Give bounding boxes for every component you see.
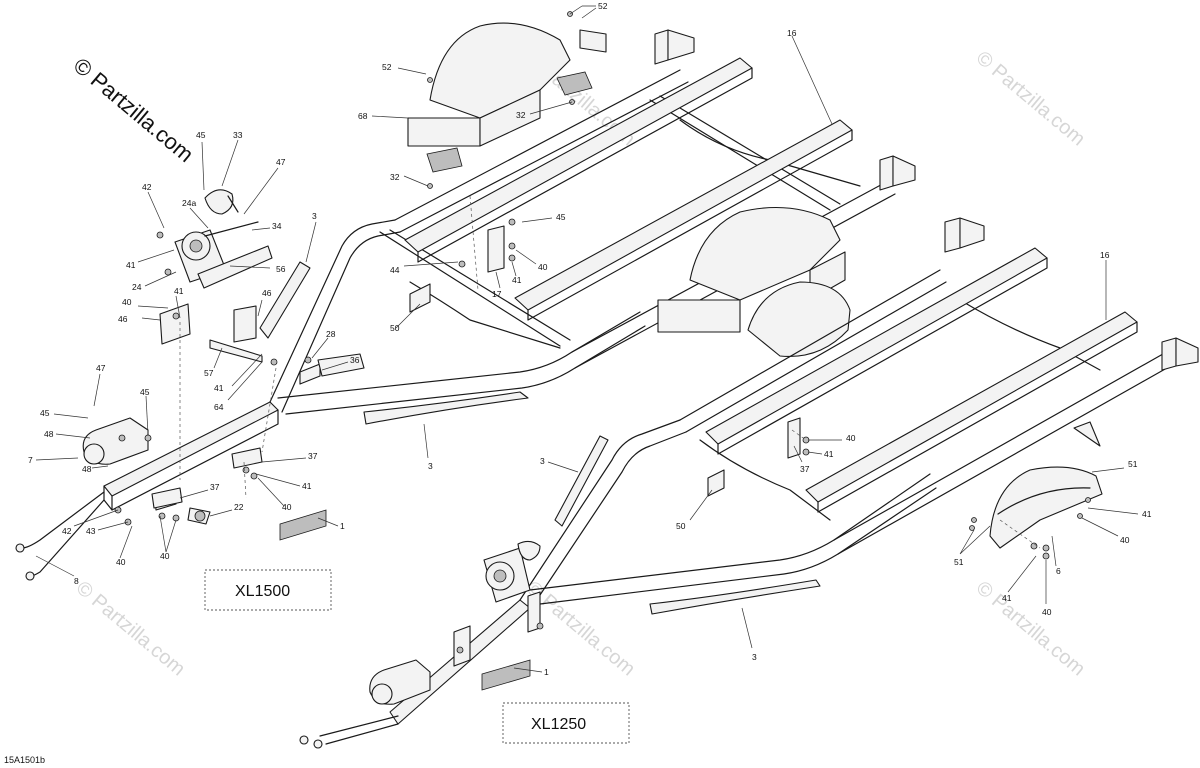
trailer-xl1250 (299, 217, 1199, 749)
callout-48: 48 (82, 464, 92, 474)
winch-assembly-top (159, 189, 273, 345)
callout-64: 64 (214, 402, 224, 412)
callout-22: 22 (234, 502, 244, 512)
watermark-3: © Partzilla.com (72, 577, 189, 680)
callout-41: 41 (1142, 509, 1152, 519)
callout-numbers: 52 52 68 32 32 16 16 45 33 47 42 24a 34 … (28, 1, 1152, 677)
callout-45: 45 (40, 408, 50, 418)
callout-52: 52 (598, 1, 608, 11)
callout-47: 47 (96, 363, 106, 373)
callout-50: 50 (676, 521, 686, 531)
callout-44: 44 (390, 265, 400, 275)
callout-32: 32 (390, 172, 400, 182)
callout-41: 41 (302, 481, 312, 491)
callout-52: 52 (382, 62, 392, 72)
model-label-xl1250: XL1250 (502, 702, 630, 744)
callout-37: 37 (210, 482, 220, 492)
callout-45: 45 (556, 212, 566, 222)
hardware-bottom (456, 436, 1091, 654)
callout-42: 42 (142, 182, 152, 192)
callout-24a: 24a (182, 198, 196, 208)
callout-56: 56 (276, 264, 286, 274)
fender-top-lower (689, 206, 841, 301)
decal-3-bottom (649, 579, 821, 615)
callout-3: 3 (540, 456, 545, 466)
callout-7: 7 (28, 455, 33, 465)
safety-chains-top (21, 491, 105, 578)
callout-40: 40 (1042, 607, 1052, 617)
safety-chains-bottom (319, 715, 399, 745)
callout-46: 46 (118, 314, 128, 324)
callout-41: 41 (1002, 593, 1012, 603)
callout-68: 68 (358, 111, 368, 121)
callout-41: 41 (824, 449, 834, 459)
watermark-2: © Partzilla.com (972, 47, 1089, 150)
callout-40: 40 (116, 557, 126, 567)
callout-40: 40 (1120, 535, 1130, 545)
callout-42: 42 (62, 526, 72, 536)
callout-28: 28 (326, 329, 336, 339)
callout-8: 8 (74, 576, 79, 586)
callout-34: 34 (272, 221, 282, 231)
callout-50: 50 (390, 323, 400, 333)
side-rail-left-bottom (679, 269, 947, 433)
callout-41: 41 (214, 383, 224, 393)
callout-40: 40 (846, 433, 856, 443)
callout-41: 41 (512, 275, 522, 285)
fender-bottom (989, 466, 1103, 549)
callout-24: 24 (132, 282, 142, 292)
callout-51: 51 (1128, 459, 1138, 469)
watermark-main: © Partzilla.com (69, 53, 199, 167)
callout-46: 46 (262, 288, 272, 298)
document-id: 15A1501b (4, 755, 45, 765)
a-frame-right-arm-bottom (529, 473, 937, 605)
tire-top (747, 281, 851, 358)
callout-36: 36 (350, 355, 360, 365)
side-rail-left-top (394, 69, 689, 233)
callout-1: 1 (340, 521, 345, 531)
callout-3: 3 (312, 211, 317, 221)
callout-41: 41 (174, 286, 184, 296)
callout-3: 3 (428, 461, 433, 471)
callout-40: 40 (122, 297, 132, 307)
callout-17: 17 (492, 289, 502, 299)
callout-48: 48 (44, 429, 54, 439)
callout-40: 40 (160, 551, 170, 561)
side-rail-right-bottom (833, 349, 1175, 555)
trailer-xl1500 (15, 11, 916, 581)
callout-45: 45 (196, 130, 206, 140)
callout-32: 32 (516, 110, 526, 120)
callout-40: 40 (538, 262, 548, 272)
callout-37: 37 (308, 451, 318, 461)
a-frame-left-arm-bottom (519, 419, 687, 611)
callout-6: 6 (1056, 566, 1061, 576)
winch-assembly-bottom (453, 540, 541, 667)
callout-33: 33 (233, 130, 243, 140)
decal-1-top (279, 509, 327, 541)
callout-40: 40 (282, 502, 292, 512)
callout-1: 1 (544, 667, 549, 677)
fender-top-upper (429, 22, 571, 119)
callout-51: 51 (954, 557, 964, 567)
callout-3: 3 (752, 652, 757, 662)
watermark-5: © Partzilla.com (972, 577, 1089, 680)
callout-16: 16 (787, 28, 797, 38)
callout-47: 47 (276, 157, 286, 167)
decal-1-bottom (481, 659, 531, 691)
model-label-xl1500: XL1500 (204, 569, 332, 611)
callout-16: 16 (1100, 250, 1110, 260)
model-label-xl1250-text: XL1250 (531, 716, 586, 733)
callout-37: 37 (800, 464, 810, 474)
decal-3-top (363, 391, 529, 425)
callout-57: 57 (204, 368, 214, 378)
a-frame-left-arm-top (269, 219, 401, 413)
callout-41: 41 (126, 260, 136, 270)
leader-lines (35, 5, 1139, 673)
model-label-xl1500-text: XL1500 (235, 583, 290, 600)
callout-45: 45 (140, 387, 150, 397)
callout-43: 43 (86, 526, 96, 536)
